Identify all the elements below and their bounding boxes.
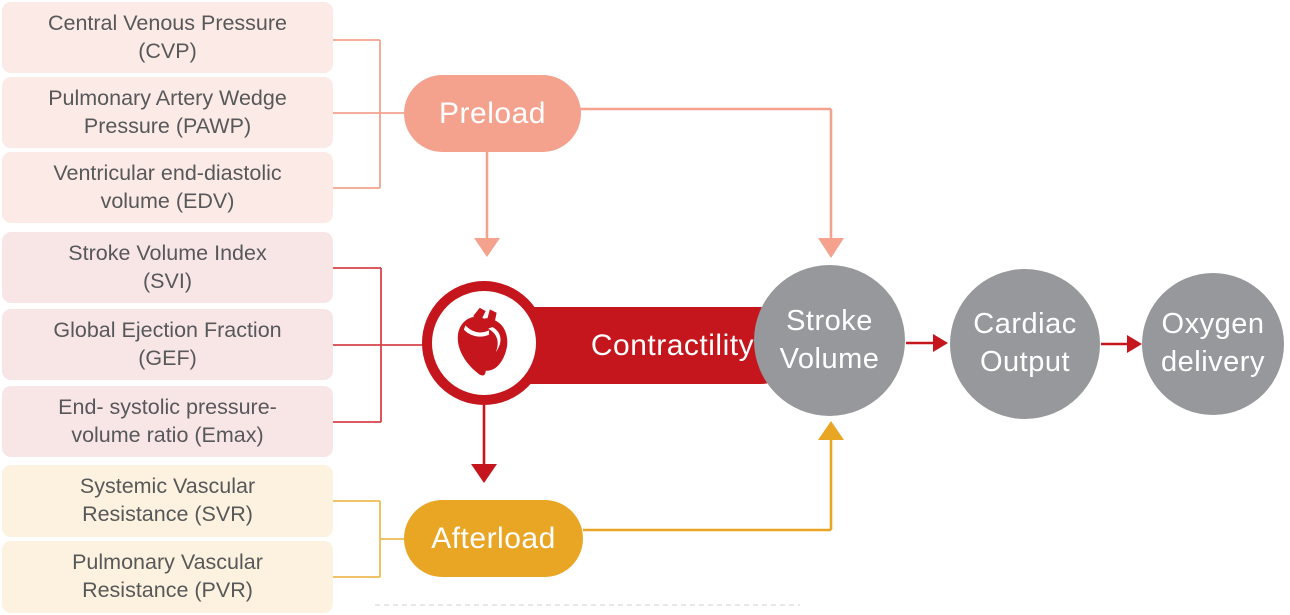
preload-bracket (333, 39, 404, 189)
preload-node: Preload (404, 75, 581, 152)
preload-down-arrow (474, 152, 500, 257)
parameter-box-emax: End- systolic pressure- volume ratio (Em… (2, 386, 333, 457)
contractility-heart-badge (422, 281, 546, 405)
parameter-box-cvp: Central Venous Pressure (CVP) (2, 2, 333, 73)
parameter-box-pvr: Pulmonary Vascular Resistance (PVR) (2, 541, 333, 613)
afterload-bracket (333, 500, 404, 578)
parameter-box-pawp: Pulmonary Artery Wedge Pressure (PAWP) (2, 77, 333, 148)
oxygen-delivery-node: Oxygen delivery (1142, 273, 1284, 415)
parameter-box-edv: Ventricular end-diastolic volume (EDV) (2, 152, 333, 223)
contractility-down-arrow (471, 405, 497, 483)
stroke-volume-to-cardiac-output-arrow (906, 334, 948, 352)
parameter-box-svr: Systemic Vascular Resistance (SVR) (2, 465, 333, 537)
contractility-bracket (333, 267, 424, 423)
preload-to-stroke-volume-arrow (580, 107, 844, 258)
cardiac-output-node: Cardiac Output (950, 269, 1100, 419)
parameter-box-gef: Global Ejection Fraction (GEF) (2, 309, 333, 380)
cardiac-output-to-oxygen-delivery-arrow (1101, 335, 1142, 353)
stroke-volume-node: Stroke Volume (754, 265, 905, 416)
afterload-node: Afterload (404, 500, 583, 577)
heart-icon (432, 291, 536, 395)
parameter-box-svi: Stroke Volume Index (SVI) (2, 232, 333, 303)
afterload-to-stroke-volume-arrow (583, 421, 844, 532)
